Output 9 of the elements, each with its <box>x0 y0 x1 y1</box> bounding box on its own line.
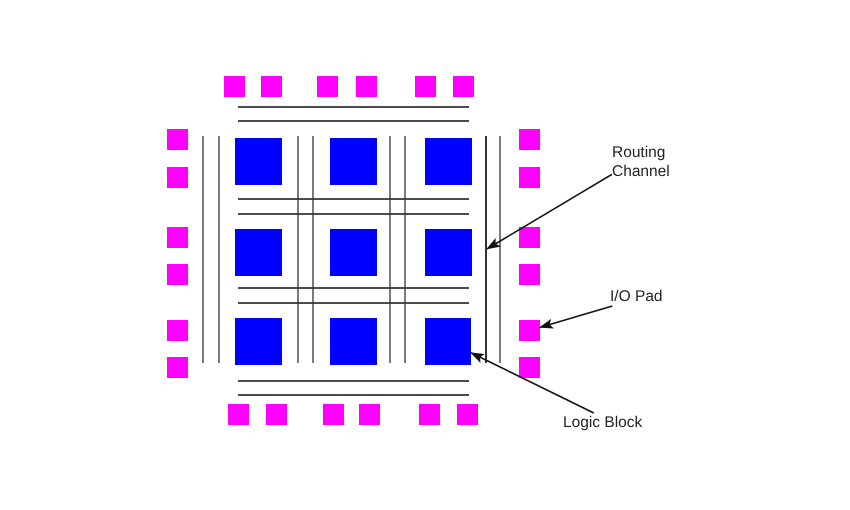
callout-label: Logic Block <box>563 413 667 432</box>
leader-arrow <box>470 352 594 414</box>
leader-arrow <box>539 305 613 328</box>
io-pad <box>519 320 540 341</box>
callout-label: I/O Pad <box>610 287 680 306</box>
leader-arrow <box>486 174 612 250</box>
logic-block <box>425 318 471 365</box>
callout-label: Routing Channel <box>612 143 692 181</box>
routing-wire <box>485 136 487 363</box>
